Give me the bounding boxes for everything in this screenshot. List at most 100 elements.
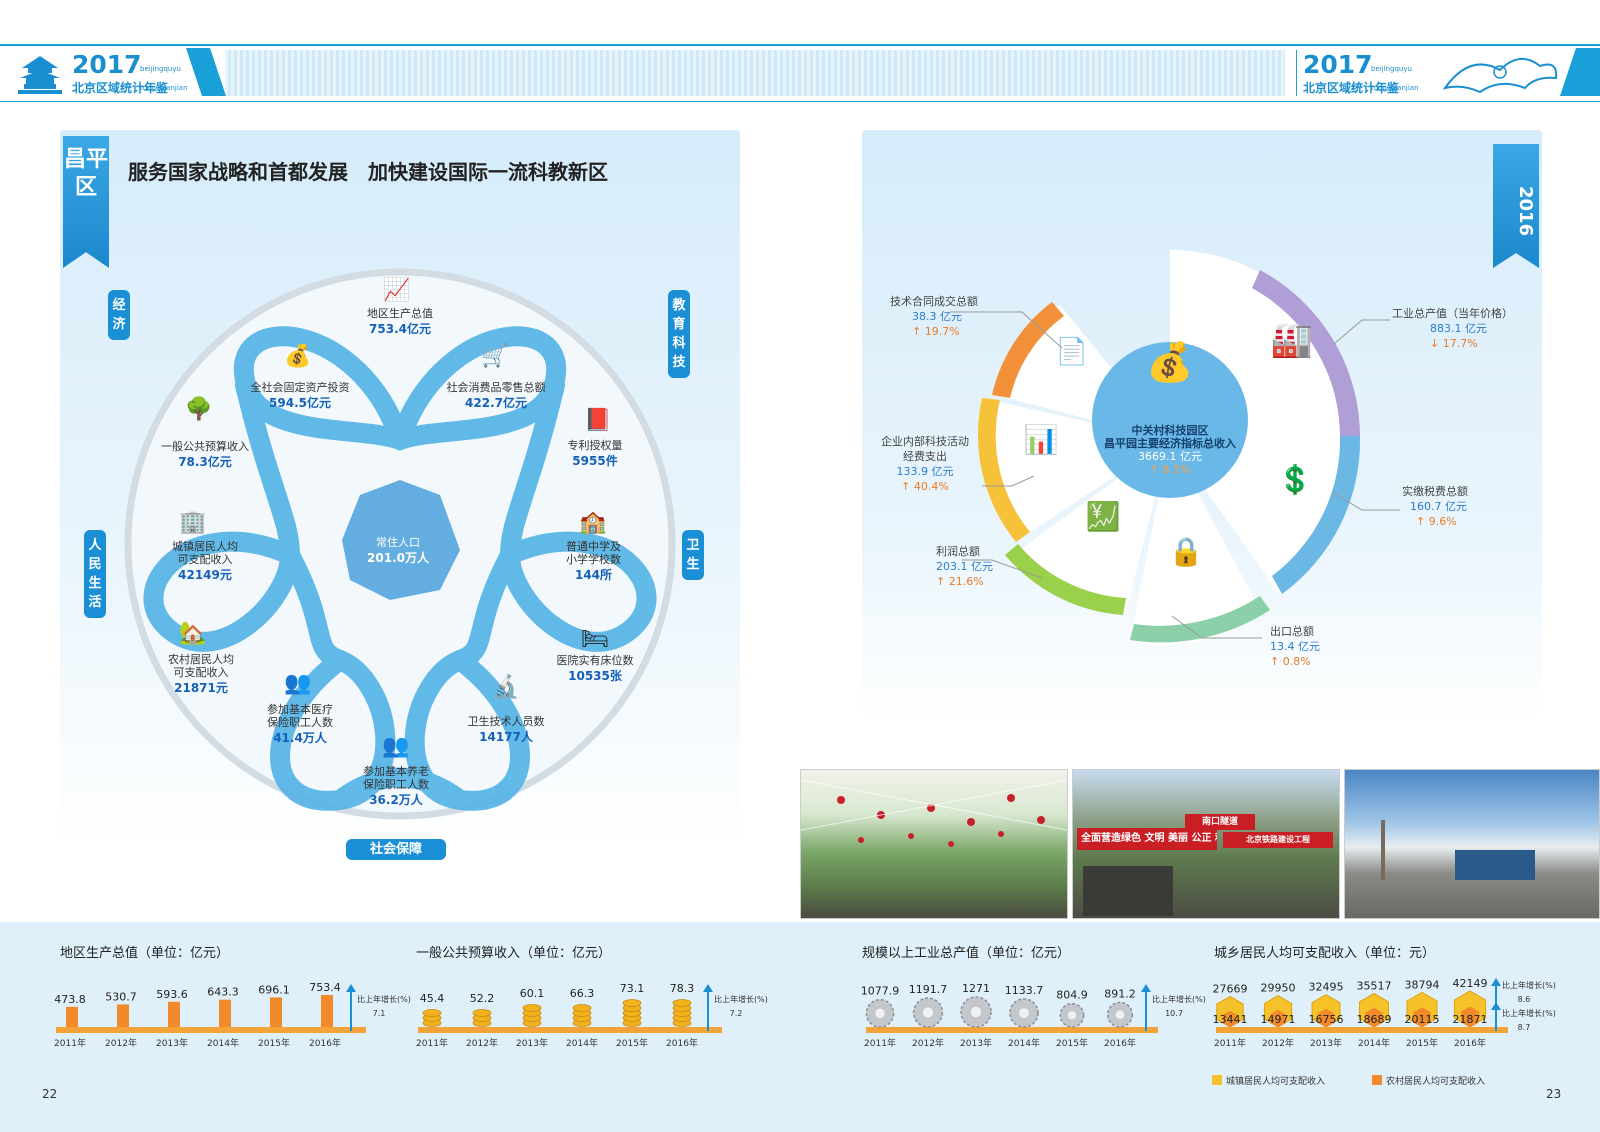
growth-label: 比上年增长(%) <box>1502 1008 1556 1018</box>
chart3-title: 规模以上工业总产值（单位：亿元） <box>862 946 1071 961</box>
chart-bar <box>270 997 282 1027</box>
chart-category-label: 2012年 <box>105 1037 137 1049</box>
hospital-bed-icon: 🛏 <box>581 627 609 652</box>
chart-category-label: 2014年 <box>1008 1037 1040 1049</box>
chart-value-label: 60.1 <box>520 987 545 1000</box>
chart-gear-hub <box>970 1006 982 1018</box>
growth-value-rural: 8.7 <box>1518 1023 1531 1032</box>
chart-category-label: 2015年 <box>1056 1037 1088 1049</box>
chart-hex-rural <box>1365 1007 1383 1027</box>
chart-category-label: 2015年 <box>258 1037 290 1049</box>
page-number-right: 23 <box>1546 1087 1562 1101</box>
chart-category-label: 2014年 <box>566 1037 598 1049</box>
growth-value-urban: 8.6 <box>1518 995 1531 1004</box>
bottom-charts: 2011年473.82012年530.72013年593.62014年643.3… <box>54 977 1556 1049</box>
chart-value-label-rural: 18689 <box>1357 1013 1392 1026</box>
category-economy: 经济 <box>108 290 130 340</box>
retail-icon: 🛒 <box>481 344 509 369</box>
chart-baseline <box>56 1027 366 1033</box>
chart-category-label: 2011年 <box>54 1037 86 1049</box>
tunnel-construction-photo: 全面营造绿色 文明 美丽 公正 和谐 南口隧道 北京铁路建设工程 <box>1072 769 1340 919</box>
chart-gear-hub <box>1067 1011 1077 1020</box>
chart-value-label: 473.8 <box>54 993 86 1006</box>
legend-rural: 农村居民人均可支配收入 <box>1372 1074 1485 1087</box>
chart-category-label: 2013年 <box>156 1037 188 1049</box>
chart-value-label-rural: 16756 <box>1309 1013 1344 1026</box>
industry-output: 工业总产值（当年价格）883.1 亿元↓ 17.7% <box>1392 307 1513 350</box>
tunnel-sign: 南口隧道 <box>1185 814 1255 830</box>
chart-value-label-urban: 29950 <box>1261 982 1296 995</box>
growth-label: 比上年增长(%) <box>714 994 768 1004</box>
medical-insurance-icon: 👥 <box>284 671 312 696</box>
category-education: 教育科技 <box>668 290 690 378</box>
chart-category-label: 2016年 <box>666 1037 698 1049</box>
chart-category-label: 2011年 <box>864 1037 896 1049</box>
ring-diagram <box>124 268 676 820</box>
chart-value-label-urban: 38794 <box>1405 978 1440 991</box>
header-title-right: 北京区域统计年鉴 <box>1303 81 1400 95</box>
chart-value-label: 1271 <box>962 982 990 995</box>
factory-icon: 🏭 <box>1270 320 1314 360</box>
chart-hex-rural <box>1270 1009 1286 1027</box>
header-title: 北京区域统计年鉴 <box>72 81 169 95</box>
investment-icon: 💰 <box>284 344 312 369</box>
growth-arrowhead <box>703 984 713 992</box>
leader-lines <box>950 311 1400 639</box>
page-header <box>0 44 1600 102</box>
chart-category-label: 2012年 <box>466 1037 498 1049</box>
chart-category-label: 2014年 <box>207 1037 239 1049</box>
chart-category-label: 2015年 <box>616 1037 648 1049</box>
budget-icon: 🌳 <box>185 397 213 422</box>
chart-value-label: 696.1 <box>258 983 290 996</box>
chart-value-label: 45.4 <box>420 992 445 1005</box>
chart-coin <box>622 999 642 1007</box>
category-security: 社会保障 <box>346 839 446 860</box>
chart2-title: 一般公共预算收入（单位：亿元） <box>416 946 612 961</box>
profit-icon: 💹 <box>1085 500 1121 533</box>
patent-icon: 📕 <box>584 408 612 433</box>
chart-category-label: 2013年 <box>1310 1037 1342 1049</box>
chart-value-label-rural: 20115 <box>1405 1013 1440 1026</box>
chart-value-label: 52.2 <box>470 992 495 1005</box>
chart-bar <box>168 1001 180 1027</box>
chart-category-label: 2011年 <box>416 1037 448 1049</box>
header-stripe <box>225 50 1285 96</box>
fan-diagram <box>977 250 1361 646</box>
urban-income-icon: 🏢 <box>179 510 207 535</box>
district-ribbon: 昌平区 <box>63 136 109 268</box>
growth-value: 7.1 <box>373 1009 386 1018</box>
chart-gear-hub <box>875 1008 885 1019</box>
chart1-title: 地区生产总值（单位：亿元） <box>60 946 230 961</box>
chart-baseline <box>866 1027 1158 1033</box>
category-health: 卫生 <box>682 530 704 580</box>
chart-category-label: 2011年 <box>1214 1037 1246 1049</box>
auspicious-cloud-icon <box>1440 48 1560 98</box>
header-year-right: 2017 <box>1303 50 1373 79</box>
chart-bar <box>321 995 333 1027</box>
chart4-title: 城乡居民人均可支配收入（单位：元） <box>1214 946 1436 961</box>
growth-value: 10.7 <box>1165 1009 1183 1018</box>
chart-coin <box>472 1009 492 1017</box>
growth-label: 比上年增长(%) <box>357 994 411 1004</box>
chart-category-label: 2016年 <box>309 1037 341 1049</box>
pension-icon: 👥 <box>382 734 410 759</box>
growth-arrowhead <box>346 984 356 992</box>
chart-category-label: 2012年 <box>912 1037 944 1049</box>
chart-bar <box>219 999 231 1027</box>
growth-label: 比上年增长(%) <box>1502 980 1556 990</box>
plaza-photo <box>1344 769 1600 919</box>
